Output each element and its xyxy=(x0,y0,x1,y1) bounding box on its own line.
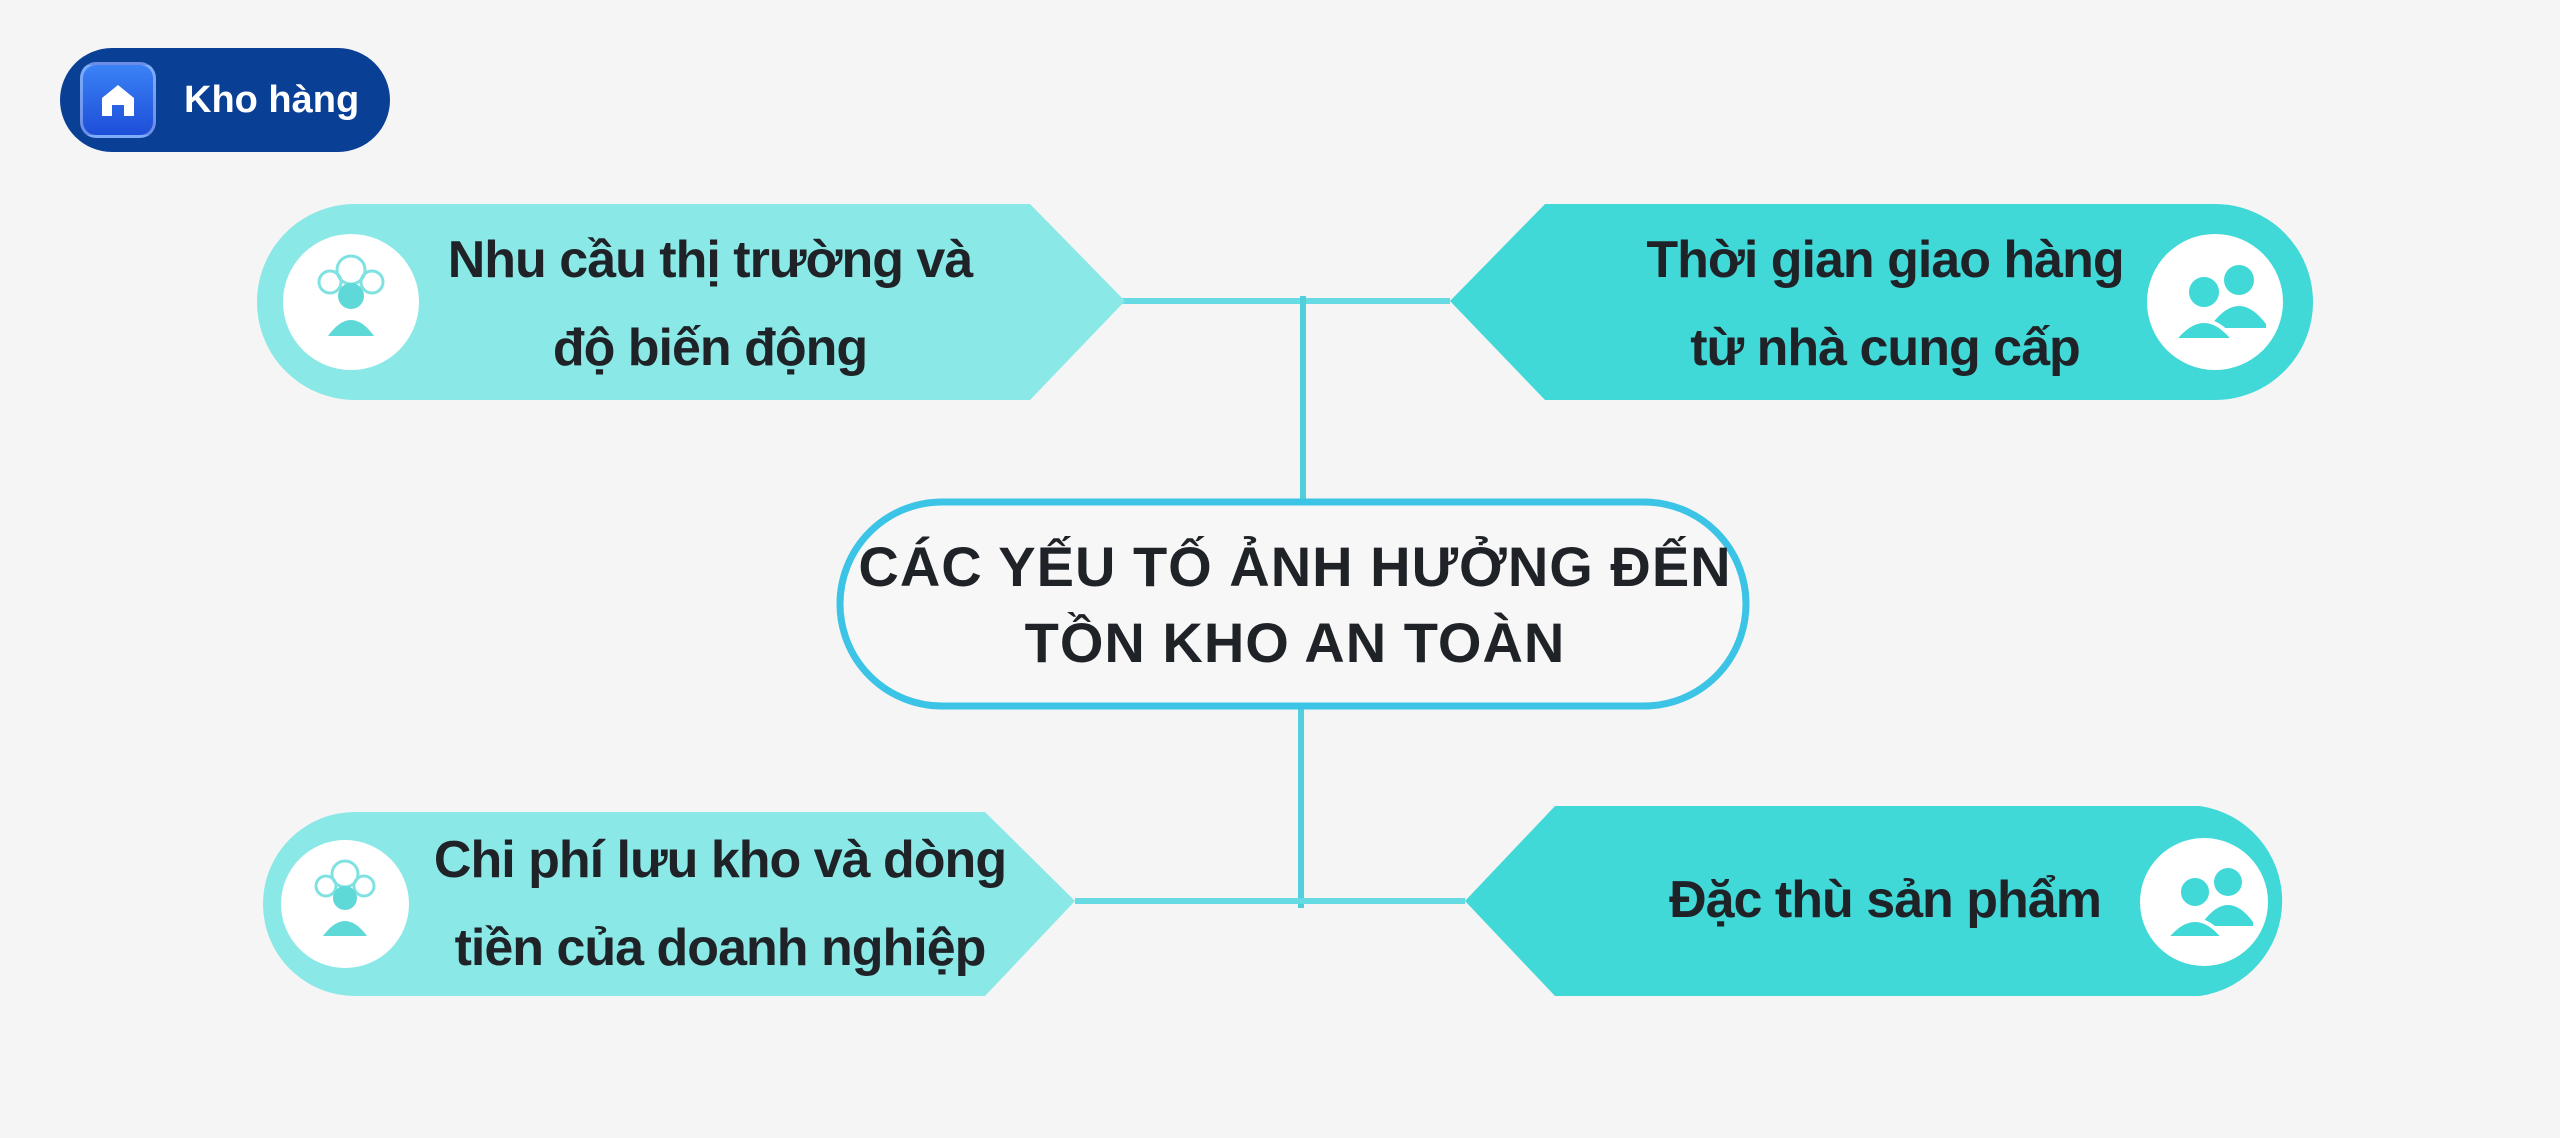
factor-shape-4 xyxy=(1465,806,2283,996)
center-title-line-2: TỒN KHO AN TOÀN xyxy=(1024,611,1566,674)
users-icon xyxy=(2147,234,2283,370)
brand-label: Kho hàng xyxy=(184,78,360,121)
center-title: CÁC YẾU TỐ ẢNH HƯỞNG ĐẾN TỒN KHO AN TOÀN xyxy=(840,500,1750,710)
brand-badge[interactable]: Kho hàng xyxy=(60,48,390,152)
factor-label-3: Chi phí lưu kho và dòng tiền của doanh n… xyxy=(420,816,1020,992)
center-node xyxy=(836,498,1750,710)
connector-vertical-bottom xyxy=(1298,700,1304,908)
factor-label-3-line-2: tiền của doanh nghiệp xyxy=(454,919,987,977)
factor-label-4-line-1: Đặc thù sản phẩm xyxy=(1669,871,2102,929)
center-title-line-1: CÁC YẾU TỐ ẢNH HƯỞNG ĐẾN xyxy=(858,535,1732,598)
connector-bottom xyxy=(1075,898,1465,904)
warehouse-icon xyxy=(80,62,156,138)
factor-label-1: Nhu cầu thị trường và độ biến động xyxy=(430,216,990,392)
factor-label-2: Thời gian giao hàng từ nhà cung cấp xyxy=(1600,216,2170,392)
user-network-icon xyxy=(283,234,419,370)
connector-lines xyxy=(1075,296,1465,908)
factor-label-2-line-2: từ nhà cung cấp xyxy=(1690,319,2081,377)
factor-label-3-line-1: Chi phí lưu kho và dòng xyxy=(433,831,1007,889)
factor-shape-2 xyxy=(1450,204,2313,400)
factor-shape-1 xyxy=(257,204,1125,400)
connector-top xyxy=(1120,298,1450,304)
factor-label-1-line-2: độ biến động xyxy=(552,319,868,377)
users-icon xyxy=(2140,838,2268,966)
factor-label-1-line-1: Nhu cầu thị trường và xyxy=(447,231,974,289)
user-network-icon xyxy=(281,840,409,968)
factor-shape-3 xyxy=(263,812,1075,996)
factor-label-4: Đặc thù sản phẩm xyxy=(1620,812,2150,988)
connector-vertical-top xyxy=(1300,296,1306,500)
factor-label-2-line-1: Thời gian giao hàng xyxy=(1646,231,2124,289)
